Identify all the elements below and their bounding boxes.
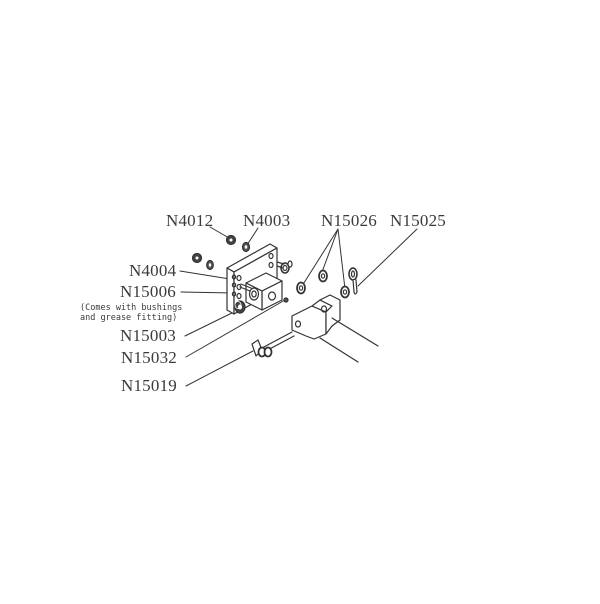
part-label-n4003: N4003 [243, 211, 291, 230]
part-note: (Comes with bushings and grease fitting) [80, 303, 182, 323]
tube [319, 317, 379, 363]
clevis-clip [348, 267, 358, 295]
part-note-line1: (Comes with bushings [80, 303, 183, 313]
part-label-n15025: N15025 [390, 211, 446, 230]
tube-bracket [291, 294, 341, 340]
part-label-n15006: N15006 [120, 282, 176, 301]
hardware-top [191, 234, 251, 271]
part-label-n15003: N15003 [120, 326, 176, 345]
plate-bolts [276, 260, 293, 274]
grease-fitting [283, 297, 289, 303]
part-label-n15019: N15019 [121, 376, 177, 395]
part-label-n15032: N15032 [121, 348, 177, 367]
part-note-line2: and grease fitting) [80, 313, 178, 323]
part-label-n4012: N4012 [166, 211, 214, 230]
lower-bolt [234, 300, 246, 314]
pivot-block [239, 272, 283, 311]
washers [296, 269, 350, 299]
part-label-n15026: N15026 [321, 211, 377, 230]
leader-lines [179, 226, 418, 387]
part-label-n4004: N4004 [129, 261, 177, 280]
pin [251, 331, 295, 358]
